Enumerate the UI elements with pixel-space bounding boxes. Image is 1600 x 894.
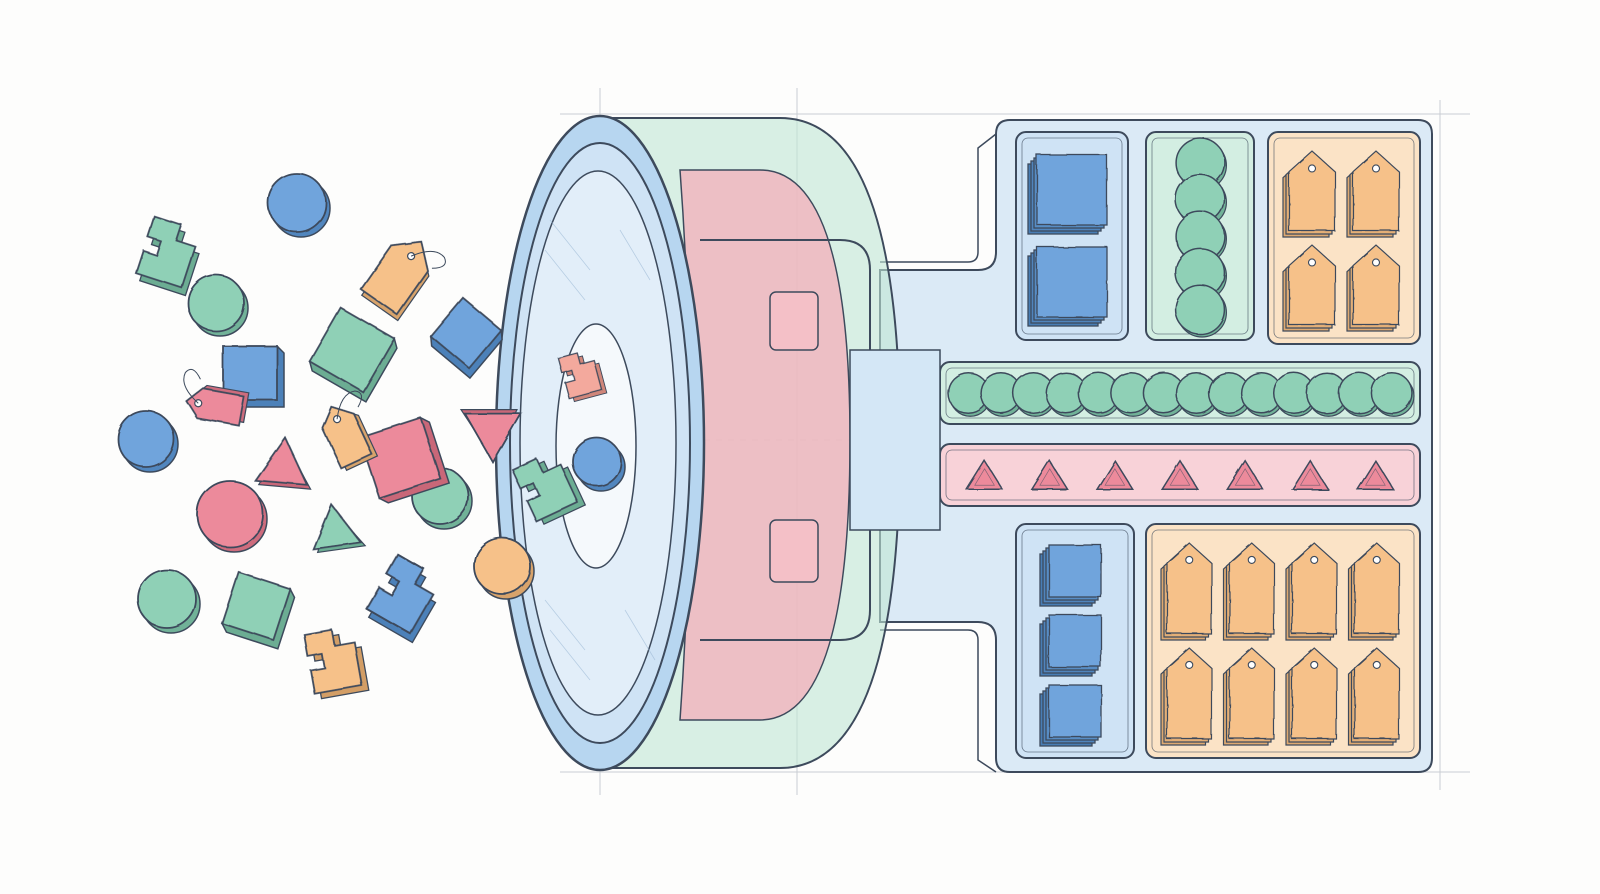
triangle-icon bbox=[1225, 459, 1265, 490]
tag-icon bbox=[1346, 150, 1400, 238]
compartment-green-circles-row bbox=[939, 361, 1421, 425]
square-icon bbox=[308, 306, 398, 403]
tray-depth-edge bbox=[880, 133, 997, 263]
sorter-drum bbox=[494, 114, 941, 772]
chute-lower-block bbox=[769, 519, 819, 583]
circle-icon bbox=[1077, 371, 1122, 417]
circle-icon bbox=[1174, 284, 1227, 338]
circle-icon bbox=[1110, 371, 1155, 417]
circle-icon bbox=[572, 437, 626, 492]
circle-icon bbox=[979, 371, 1024, 417]
tag-icon bbox=[1222, 542, 1275, 641]
chute-upper-block bbox=[769, 291, 819, 351]
compartment-blue-squares-bottom bbox=[1015, 523, 1135, 759]
tag-icon bbox=[321, 390, 379, 472]
compartment-green-circles-stack bbox=[1145, 131, 1255, 341]
glass-hatching bbox=[544, 219, 656, 681]
tag-icon bbox=[1282, 244, 1336, 332]
circle-icon bbox=[196, 480, 268, 553]
puzzle-block-icon bbox=[365, 552, 437, 644]
tag-icon bbox=[1285, 647, 1338, 746]
circle-icon bbox=[1370, 371, 1415, 417]
circle-icon bbox=[1240, 371, 1285, 417]
compartment-orange-tags-bottom bbox=[1145, 523, 1421, 759]
compartment-pink-triangles-row bbox=[939, 443, 1421, 507]
circle-icon bbox=[947, 371, 992, 417]
triangle-icon bbox=[1291, 459, 1330, 490]
tag-icon bbox=[1285, 542, 1338, 641]
tag-icon bbox=[1347, 542, 1400, 641]
tag-icon bbox=[1160, 542, 1213, 641]
circle-icon bbox=[1175, 371, 1220, 417]
drum-pink-band bbox=[679, 169, 851, 721]
tag-icon bbox=[183, 368, 250, 427]
puzzle-block-icon bbox=[134, 214, 200, 297]
tag-icon bbox=[1282, 150, 1336, 238]
scattered-pieces bbox=[117, 173, 626, 700]
square-icon bbox=[1039, 684, 1102, 747]
square-icon bbox=[1027, 246, 1108, 327]
puzzle-block-icon bbox=[303, 628, 370, 700]
triangle-icon bbox=[1356, 459, 1395, 490]
tag-icon bbox=[1160, 647, 1213, 746]
puzzle-block-icon bbox=[511, 457, 587, 526]
triangle-icon bbox=[253, 435, 312, 490]
triangle-icon bbox=[311, 502, 367, 554]
tray-compartments bbox=[939, 131, 1421, 759]
compartment-orange-tags-top bbox=[1267, 131, 1421, 345]
sorting-tray bbox=[879, 119, 1433, 773]
triangle-icon bbox=[459, 409, 523, 465]
tray-depth-edge-bottom bbox=[880, 629, 997, 773]
circle-icon bbox=[473, 537, 535, 600]
circle-icon bbox=[1044, 371, 1089, 417]
square-icon bbox=[1039, 544, 1102, 607]
tag-icon bbox=[1222, 647, 1275, 746]
circle-icon bbox=[187, 274, 249, 337]
circle-icon bbox=[267, 173, 331, 238]
square-icon bbox=[429, 296, 503, 380]
tag-icon bbox=[359, 240, 446, 322]
triangle-icon bbox=[1160, 459, 1200, 490]
square-icon bbox=[358, 416, 451, 504]
square-icon bbox=[220, 570, 296, 650]
triangle-icon bbox=[1095, 459, 1135, 490]
tag-icon bbox=[1347, 647, 1400, 746]
puzzle-block-icon bbox=[557, 352, 608, 403]
square-icon bbox=[1027, 154, 1108, 235]
circle-icon bbox=[1305, 371, 1350, 417]
tag-icon bbox=[1346, 244, 1400, 332]
drum-output-pipe bbox=[849, 349, 941, 531]
square-icon bbox=[1039, 614, 1102, 677]
compartment-blue-squares-top bbox=[1015, 131, 1129, 341]
circle-icon bbox=[1338, 371, 1383, 417]
triangle-icon bbox=[965, 459, 1004, 490]
circle-icon bbox=[117, 410, 179, 473]
circle-icon bbox=[137, 569, 201, 634]
triangle-icon bbox=[1030, 459, 1069, 490]
